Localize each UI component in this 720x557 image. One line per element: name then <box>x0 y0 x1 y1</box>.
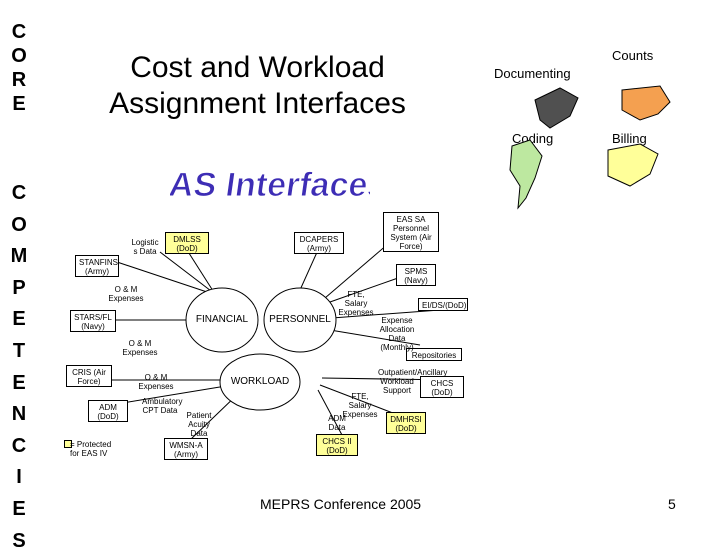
adm-data-label: ADM Data <box>328 414 346 432</box>
outpatient-workload-label: Outpatient/Ancillary Workload Support <box>378 368 448 395</box>
title-line-2: Assignment Interfaces <box>109 87 406 120</box>
personnel-oval <box>263 287 337 353</box>
chcs-box: CHCS (DoD) <box>420 376 464 398</box>
eas-interfaces-banner: EAS Interfaces <box>170 166 370 205</box>
adm-dod-box: ADM (DoD) <box>88 400 128 422</box>
stars-fl-box: STARS/FL (Navy) <box>70 310 116 332</box>
banner-text: EAS Interfaces <box>170 166 370 204</box>
spms-box: SPMS (Navy) <box>396 264 436 286</box>
expense-allocation-label: Expense Allocation Data (Monthly) <box>379 316 415 352</box>
competencies-letter: M <box>10 245 28 268</box>
patient-acuity-label: Patient Acuity Data <box>186 411 212 438</box>
documenting-label: Documenting <box>494 66 571 81</box>
counts-label: Counts <box>612 48 654 63</box>
core-vertical-label: C O R E <box>6 20 32 116</box>
counts-puzzle-icon <box>621 85 671 121</box>
coding-puzzle-icon <box>509 139 543 210</box>
competencies-letter: I <box>16 466 22 489</box>
om-expenses-label: O & M Expenses <box>108 285 144 303</box>
om-expenses-label: O & M Expenses <box>138 373 174 391</box>
slide-title: Cost and Workload Assignment Interfaces <box>70 50 445 122</box>
competencies-letter: E <box>12 371 26 394</box>
personnel-node: PERSONNEL <box>269 314 331 325</box>
eidsdod-box: EI/DS/(DoD) <box>418 298 468 311</box>
page-number: 5 <box>668 496 676 512</box>
core-letter: R <box>11 69 27 91</box>
puzzle-pieces-graphic <box>509 85 671 210</box>
core-letter: O <box>11 45 27 67</box>
core-letter: E <box>12 93 26 115</box>
workload-oval <box>219 353 301 411</box>
cris-box: CRIS (Air Force) <box>66 365 112 387</box>
competencies-letter: C <box>11 182 27 204</box>
financial-node: FINANCIAL <box>195 314 249 325</box>
fte-salary-expenses-label: FTE, Salary Expenses <box>338 290 374 317</box>
om-expenses-label: O & M Expenses <box>122 339 158 357</box>
dmlss-box: DMLSS (DoD) <box>165 232 209 254</box>
legend-protected-label: = Protected for EAS IV <box>70 440 112 458</box>
dcapers-box: DCAPERS (Army) <box>294 232 344 254</box>
wmsn-a-box: WMSN-A (Army) <box>164 438 208 460</box>
logistics-data-label: Logistic s Data <box>131 238 159 256</box>
competencies-letter: O <box>11 213 27 236</box>
core-letter: C <box>11 21 27 43</box>
stanfins-box: STANFINS (Army) <box>75 255 119 277</box>
fte-salary-expenses-label: FTE, Salary Expenses <box>342 392 378 419</box>
competencies-letter: P <box>12 276 26 299</box>
competencies-letter: E <box>12 497 26 520</box>
legend-yellow-swatch <box>64 440 72 448</box>
interface-diagram <box>105 237 451 441</box>
competencies-letter: N <box>11 403 27 426</box>
financial-oval <box>185 287 259 353</box>
competencies-vertical-label: C O M P E T E N C I E S <box>6 178 32 557</box>
ambulatory-cpt-label: Ambulatory CPT Data <box>142 397 183 415</box>
competencies-letter: C <box>11 434 27 457</box>
workload-node: WORKLOAD <box>230 376 290 387</box>
billing-label: Billing <box>612 131 647 146</box>
dmhrsi-box: DMHRSI (DoD) <box>386 412 426 434</box>
conference-footer: MEPRS Conference 2005 <box>260 496 422 512</box>
eas-sa-personnel-box: EAS SA Personnel System (Air Force) <box>383 212 439 252</box>
title-line-1: Cost and Workload <box>130 51 385 84</box>
repositories-box: Repositories <box>406 348 462 361</box>
documenting-puzzle-icon <box>534 87 579 129</box>
competencies-letter: T <box>12 339 26 362</box>
chcs-ii-box: CHCS II (DoD) <box>316 434 358 456</box>
competencies-letter: E <box>12 308 26 331</box>
billing-puzzle-icon <box>607 143 659 187</box>
